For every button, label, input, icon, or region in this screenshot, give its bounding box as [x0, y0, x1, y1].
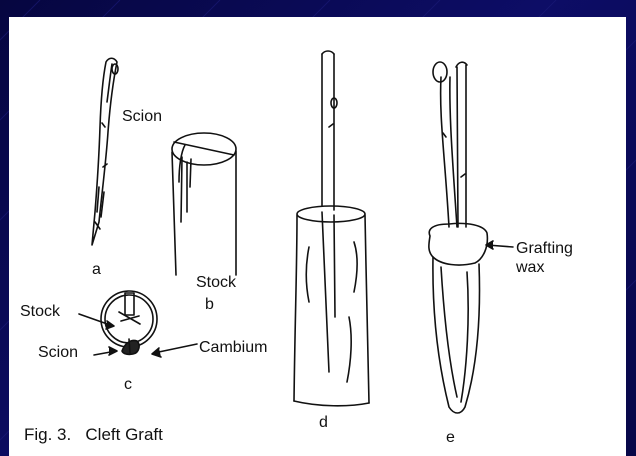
figure-panel: Scion a Stock b Stock Scion Cambium c d … — [9, 17, 626, 456]
inserted-scion-icon — [294, 51, 369, 406]
panel-letter-e: e — [446, 430, 455, 446]
panel-letter-a: a — [92, 262, 101, 278]
panel-letter-b: b — [205, 297, 214, 313]
panel-letter-c: c — [124, 377, 132, 393]
panel-letter-d: d — [319, 415, 328, 431]
label-stock-c: Stock — [20, 304, 60, 320]
label-scion-c: Scion — [38, 345, 78, 361]
label-wax: wax — [516, 260, 544, 276]
grafting-wax-arrow — [486, 241, 513, 249]
waxed-graft-icon — [429, 62, 488, 413]
label-stock-b: Stock — [196, 275, 236, 291]
cleft-graft-illustration — [9, 17, 626, 456]
label-grafting: Grafting — [516, 241, 573, 257]
stock-drawing-icon — [172, 133, 236, 275]
label-scion-a: Scion — [122, 109, 162, 125]
label-cambium-c: Cambium — [199, 340, 267, 356]
figure-caption: Fig. 3. Cleft Graft — [24, 426, 163, 443]
scion-drawing-icon — [92, 58, 118, 245]
